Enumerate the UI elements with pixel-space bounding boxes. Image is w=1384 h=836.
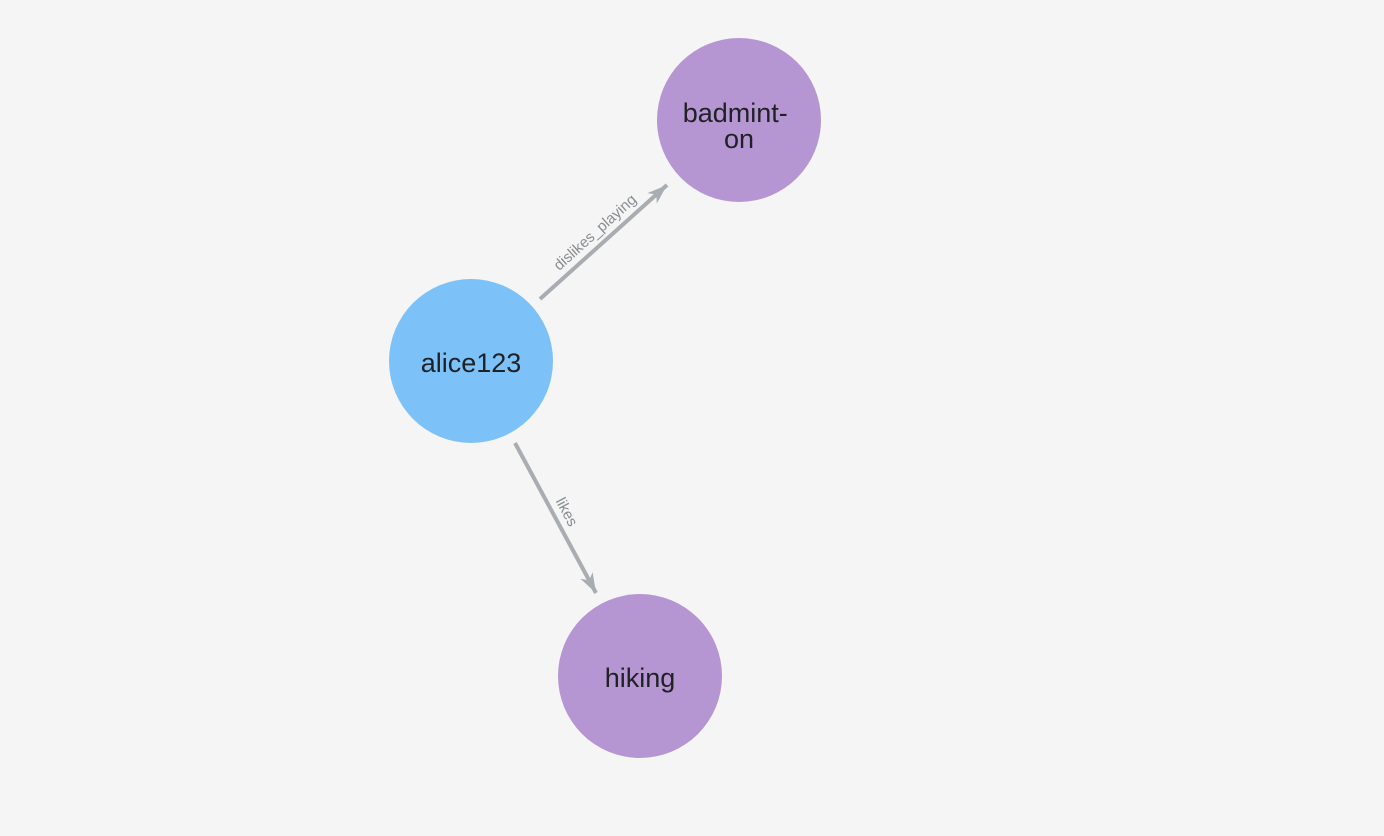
edge-line [513, 442, 598, 594]
edge-label: likes [552, 495, 581, 529]
edge-dislikes-playing[interactable]: dislikes_playing [538, 183, 669, 301]
node-circle [558, 594, 722, 758]
edge-label: dislikes_playing [551, 191, 640, 274]
edge-line [538, 183, 669, 301]
node-circle [389, 279, 553, 443]
node-alice123[interactable]: alice123 [389, 279, 553, 443]
node-badminton[interactable]: badmint- on [657, 38, 821, 202]
node-label: hiking [605, 663, 676, 693]
node-circle [657, 38, 821, 202]
node-hiking[interactable]: hiking [558, 594, 722, 758]
edge-likes[interactable]: likes [513, 442, 598, 594]
node-label: alice123 [421, 348, 522, 378]
node-label: badmint- on [683, 98, 796, 154]
